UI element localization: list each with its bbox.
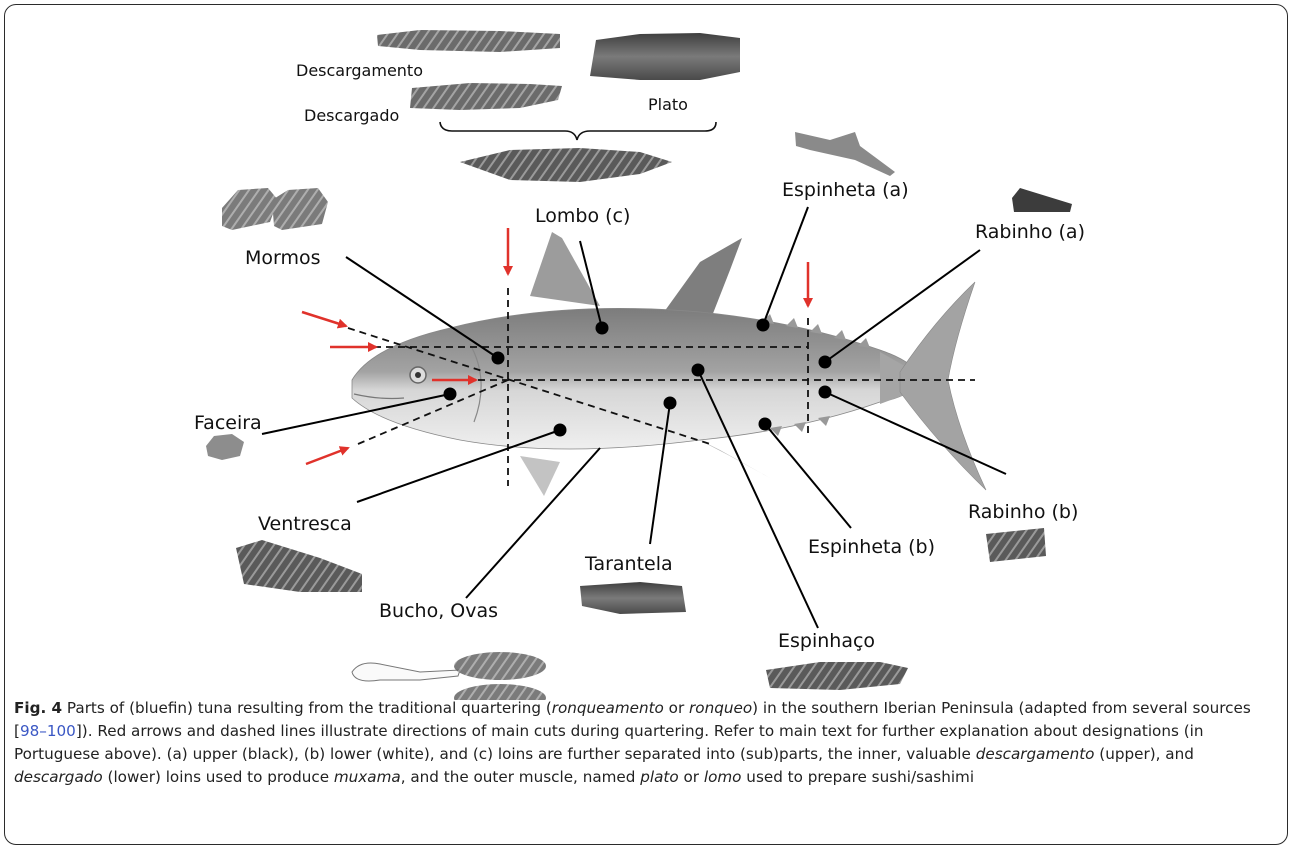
caption-figure-number: Fig. 4 xyxy=(14,699,62,717)
label-rabinho-a: Rabinho (a) xyxy=(975,221,1085,243)
figure-caption: Fig. 4 Parts of (bluefin) tuna resulting… xyxy=(14,697,1278,789)
tuna-body xyxy=(352,308,920,449)
dot-tarantela xyxy=(664,397,677,410)
dot-lombo xyxy=(596,322,609,335)
caption-text: used to prepare sushi/sashimi xyxy=(741,768,974,786)
label-tarantela: Tarantela xyxy=(584,553,673,575)
citation-link[interactable]: 98–100 xyxy=(20,722,76,740)
dot-espinhaco xyxy=(692,364,705,377)
label-descargado: Descargado xyxy=(304,106,399,125)
dot-ventresca xyxy=(554,424,567,437)
tarantela-cut-image xyxy=(580,582,686,614)
descargamento-cut-image xyxy=(377,30,560,52)
label-lombo-c: Lombo (c) xyxy=(535,205,630,227)
label-ventresca: Ventresca xyxy=(258,513,352,535)
red-arrow-left-4 xyxy=(306,448,348,464)
caption-term: ronqueo xyxy=(689,699,752,717)
label-espinheta-b: Espinheta (b) xyxy=(808,536,935,558)
caption-term: plato xyxy=(640,768,678,786)
mormos-cut-image xyxy=(222,188,328,230)
bucho-cut-image xyxy=(352,663,460,681)
leader-espinheta-a xyxy=(763,207,808,325)
label-espinheta-a: Espinheta (a) xyxy=(782,179,909,201)
faceira-cut-image xyxy=(206,434,244,460)
dot-mormos xyxy=(492,352,505,365)
caption-text: (upper), and xyxy=(1094,745,1193,763)
caption-term: descargado xyxy=(14,768,103,786)
caption-term: lomo xyxy=(704,768,742,786)
red-arrow-left-1 xyxy=(302,312,346,326)
pelvic-fin xyxy=(520,456,560,496)
plato-cut-image xyxy=(590,33,740,80)
second-dorsal-fin xyxy=(664,238,742,316)
label-plato: Plato xyxy=(648,95,688,114)
tuna-figure: Descargamento Descargado Plato Espinheta… xyxy=(0,0,1292,700)
pupil-icon xyxy=(415,372,421,378)
dot-faceira xyxy=(444,388,457,401)
caption-term: descargamento xyxy=(976,745,1095,763)
leader-espinheta-b xyxy=(765,424,851,528)
caption-term: muxama xyxy=(334,768,401,786)
label-rabinho-b: Rabinho (b) xyxy=(968,501,1078,523)
tuna-illustration xyxy=(352,232,986,496)
label-faceira: Faceira xyxy=(194,412,262,434)
bracket-icon xyxy=(440,122,716,140)
first-dorsal-fin xyxy=(530,232,600,306)
label-mormos: Mormos xyxy=(245,247,321,269)
descargado-cut-image xyxy=(410,83,562,110)
whole-loin-cut-image xyxy=(460,148,672,182)
ventresca-cut-image xyxy=(236,540,362,592)
caption-term: ronqueamento xyxy=(552,699,664,717)
caption-text: (lower) loins used to produce xyxy=(103,768,334,786)
label-espinhaco: Espinhaço xyxy=(778,630,875,652)
dot-rabinho-a xyxy=(819,356,832,369)
dot-espinheta-a xyxy=(757,319,770,332)
dot-rabinho-b xyxy=(819,386,832,399)
espinheta-a-cut-image xyxy=(795,132,895,176)
caption-text: Parts of (bluefin) tuna resulting from t… xyxy=(62,699,552,717)
label-descargamento: Descargamento xyxy=(296,61,423,80)
caption-text: or xyxy=(679,768,704,786)
caption-text: , and the outer muscle, named xyxy=(401,768,641,786)
label-bucho-ovas: Bucho, Ovas xyxy=(379,600,498,622)
dot-espinheta-b xyxy=(759,418,772,431)
rabinho-a-cut-image xyxy=(1012,188,1072,212)
rabinho-b-cut-image xyxy=(986,528,1046,562)
espinhaco-cut-image xyxy=(766,662,908,690)
caption-text: or xyxy=(664,699,689,717)
ovas-cut-image xyxy=(454,652,546,680)
